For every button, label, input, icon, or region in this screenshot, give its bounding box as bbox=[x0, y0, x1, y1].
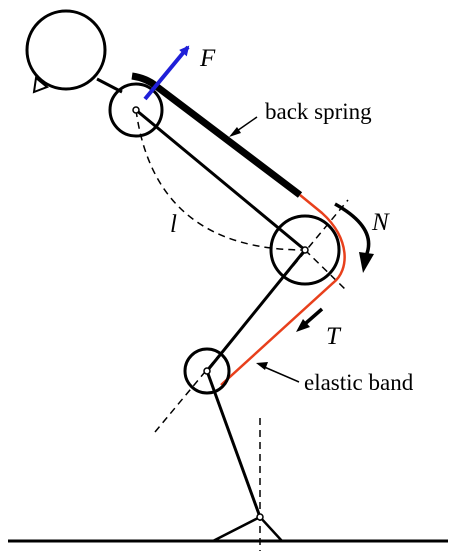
foot-base bbox=[212, 515, 285, 543]
force-label: F bbox=[200, 45, 216, 72]
force-arrow bbox=[143, 45, 190, 101]
length-l-dashed-arc bbox=[135, 109, 306, 251]
back-spring-leader-head bbox=[229, 127, 241, 137]
torso-extension-dashed bbox=[304, 249, 347, 291]
hip-joint-circle bbox=[108, 82, 164, 138]
foot-pivot bbox=[256, 513, 264, 521]
tension-arrowhead bbox=[296, 319, 310, 332]
torque-arc-arrow bbox=[334, 202, 371, 257]
elastic-band-leader-head bbox=[256, 362, 268, 370]
elastic-band-leader bbox=[261, 365, 300, 383]
torque-label: N bbox=[372, 209, 389, 236]
ankle-pivot bbox=[203, 367, 211, 375]
length-label: l bbox=[170, 211, 177, 238]
back-spring-label: back spring bbox=[265, 99, 372, 124]
ankle-joint-circle bbox=[183, 347, 231, 395]
torque-arrowhead bbox=[359, 252, 374, 273]
elastic-band-label: elastic band bbox=[304, 370, 414, 395]
hip-pivot bbox=[132, 106, 140, 114]
head-beak bbox=[32, 76, 49, 94]
tension-arrow bbox=[304, 307, 324, 325]
shank-link bbox=[205, 370, 262, 518]
elastic-band bbox=[220, 194, 346, 386]
knee-pivot bbox=[301, 246, 309, 254]
torso-link bbox=[135, 108, 306, 252]
knee-joint-circle bbox=[269, 214, 341, 286]
thigh-link bbox=[205, 249, 307, 372]
tension-label: T bbox=[326, 323, 340, 350]
head-circle bbox=[25, 9, 107, 91]
